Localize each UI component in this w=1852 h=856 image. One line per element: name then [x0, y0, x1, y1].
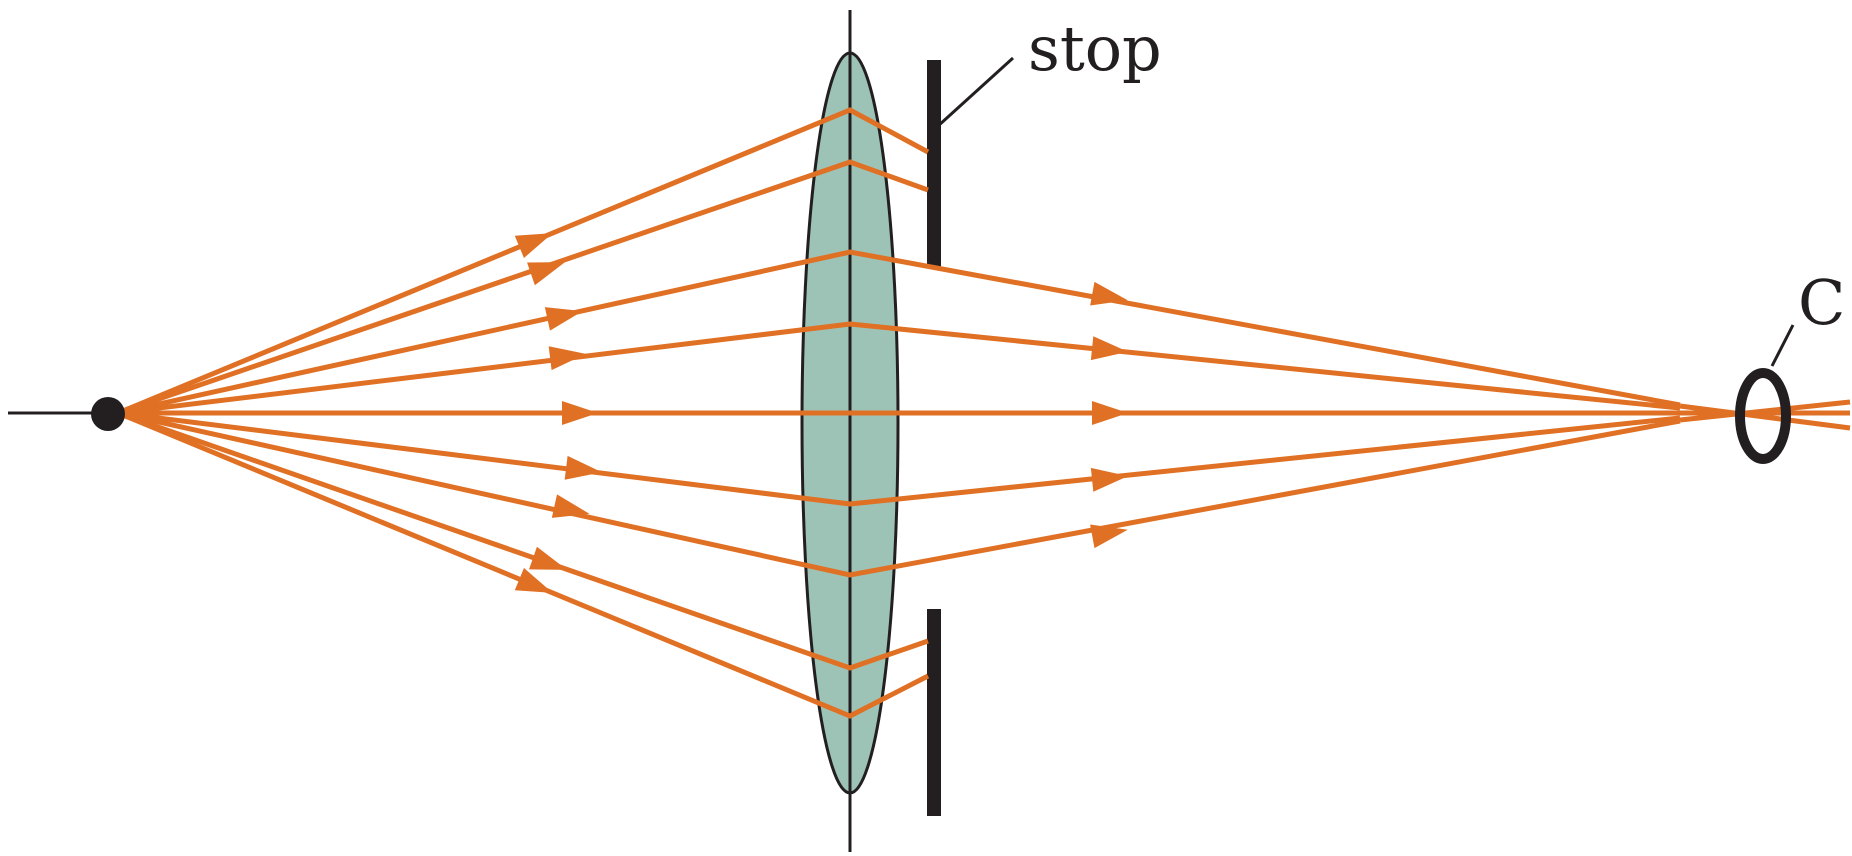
- ray-upper-3-arrow-2: [1090, 281, 1128, 306]
- ray-axial-arrow-2: [1092, 401, 1128, 425]
- stop-lower-plate: [927, 609, 941, 816]
- ray-upper-2-blocked: [117, 159, 929, 416]
- ray-lower-3-arrow-2: [1090, 524, 1128, 549]
- source-point: [91, 397, 125, 431]
- ray-lower-2-blocked: [117, 410, 929, 671]
- ray-lower-4: [117, 410, 1681, 507]
- ray-lower-3: [117, 410, 1681, 578]
- ray-upper-4-arrow-1: [548, 346, 586, 371]
- ray-upper-4-arrow-2: [1090, 336, 1128, 361]
- ray-lower-2-blocked-arrow-1: [529, 546, 567, 570]
- ray-axial-arrow-1: [562, 401, 598, 425]
- ray-upper-1-blocked: [117, 107, 930, 416]
- stop-label: stop: [1028, 12, 1162, 85]
- ray-continuation-1: [1679, 399, 1851, 423]
- ray-lower-3-arrow-1: [551, 494, 590, 518]
- ray-lower-1-blocked-arrow-1: [514, 568, 553, 593]
- ray-lower-4-arrow-1: [564, 455, 602, 480]
- ray-upper-2-blocked-arrow-1: [527, 262, 566, 286]
- circle-c: [1735, 368, 1791, 464]
- ray-lower-4-arrow-2: [1090, 467, 1128, 492]
- rays: [117, 107, 1851, 719]
- ray-upper-3: [117, 249, 1681, 416]
- ray-continuation-2: [1679, 403, 1851, 431]
- ray-upper-4: [117, 321, 1681, 416]
- ray-arrows: [514, 233, 1128, 593]
- stop-leader-line: [936, 56, 1015, 128]
- c-leader-line: [1770, 324, 1795, 367]
- c-label: C: [1798, 266, 1845, 339]
- ray-upper-3-arrow-1: [544, 307, 583, 331]
- stop-upper-plate: [927, 60, 941, 267]
- ray-lower-1-blocked: [117, 410, 930, 719]
- ray-upper-1-blocked-arrow-1: [514, 233, 553, 258]
